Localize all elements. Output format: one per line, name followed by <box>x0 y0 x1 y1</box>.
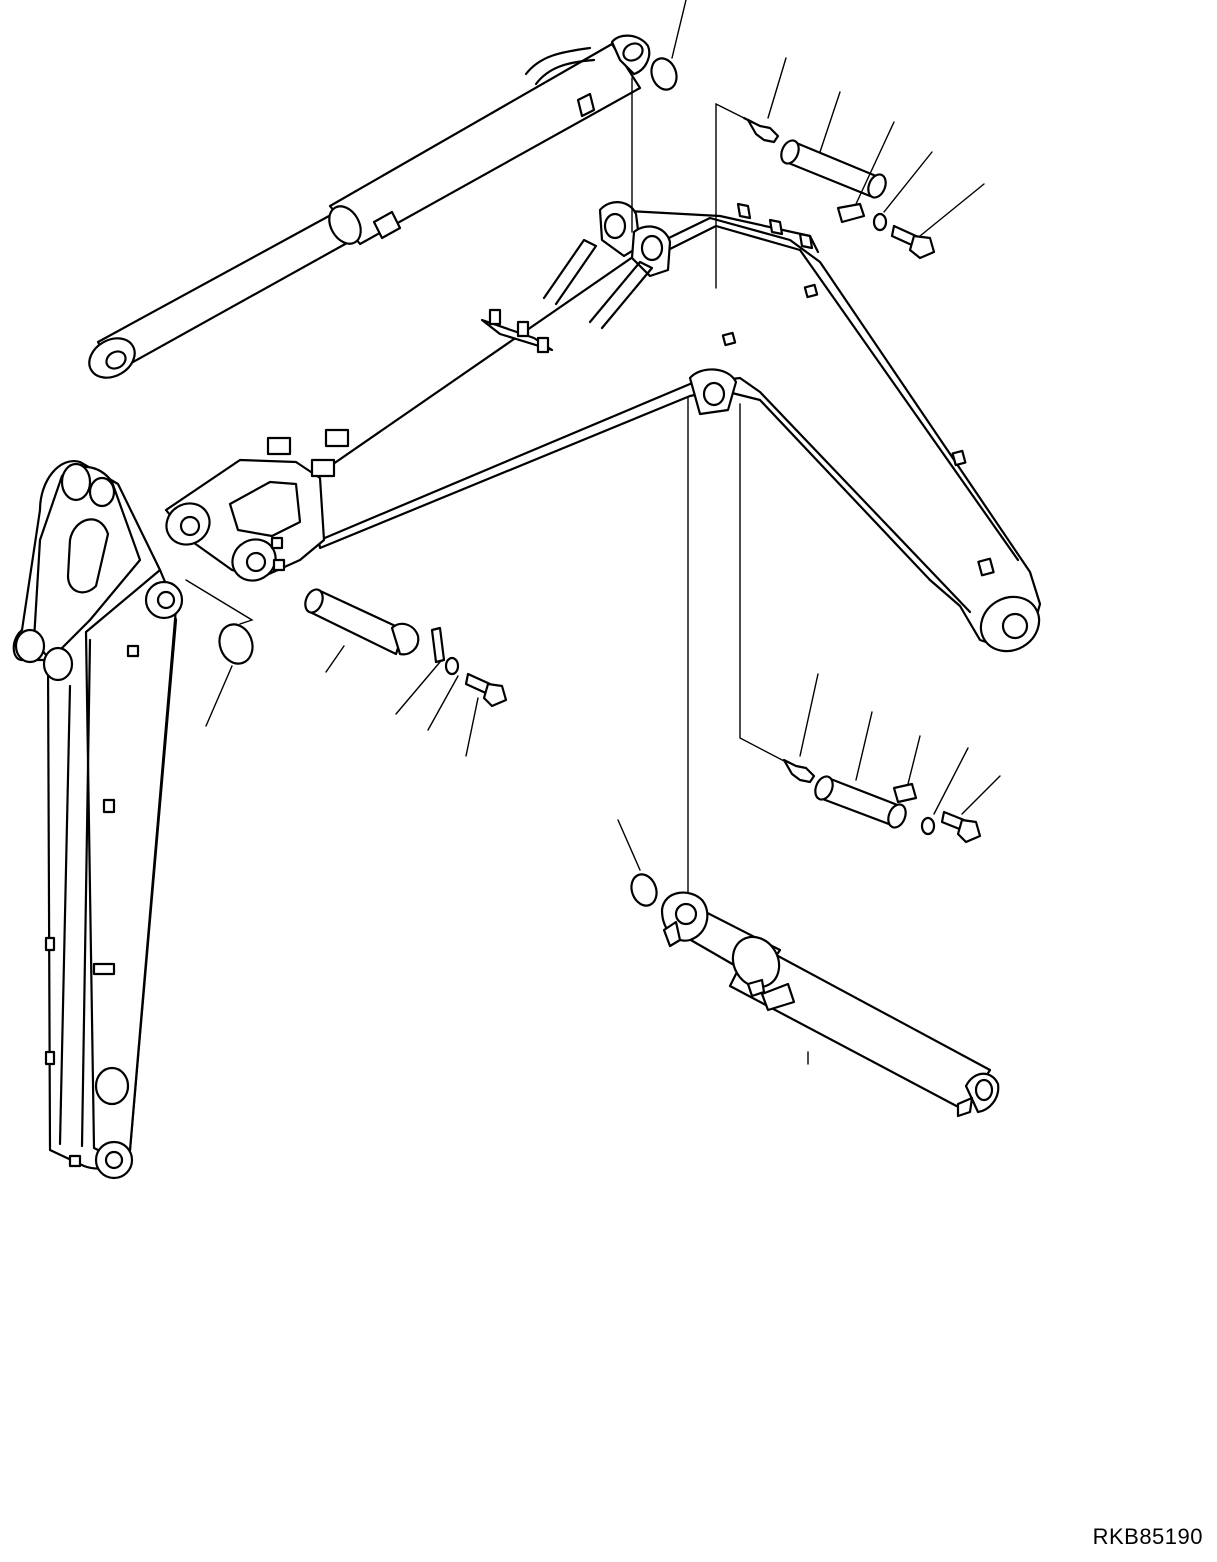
pin-set-upper <box>744 118 934 258</box>
leader-lines <box>206 0 1000 870</box>
boom <box>310 78 1049 662</box>
boom-cylinder <box>662 398 998 1116</box>
diagram-code: RKB85190 <box>1092 1524 1203 1549</box>
arm <box>14 461 182 1178</box>
pin-set-arm-foot <box>186 580 506 706</box>
pin-set-lower <box>784 760 980 842</box>
arm-boom-joint <box>159 430 348 588</box>
shims <box>214 55 681 909</box>
arm-cylinder <box>82 36 649 386</box>
